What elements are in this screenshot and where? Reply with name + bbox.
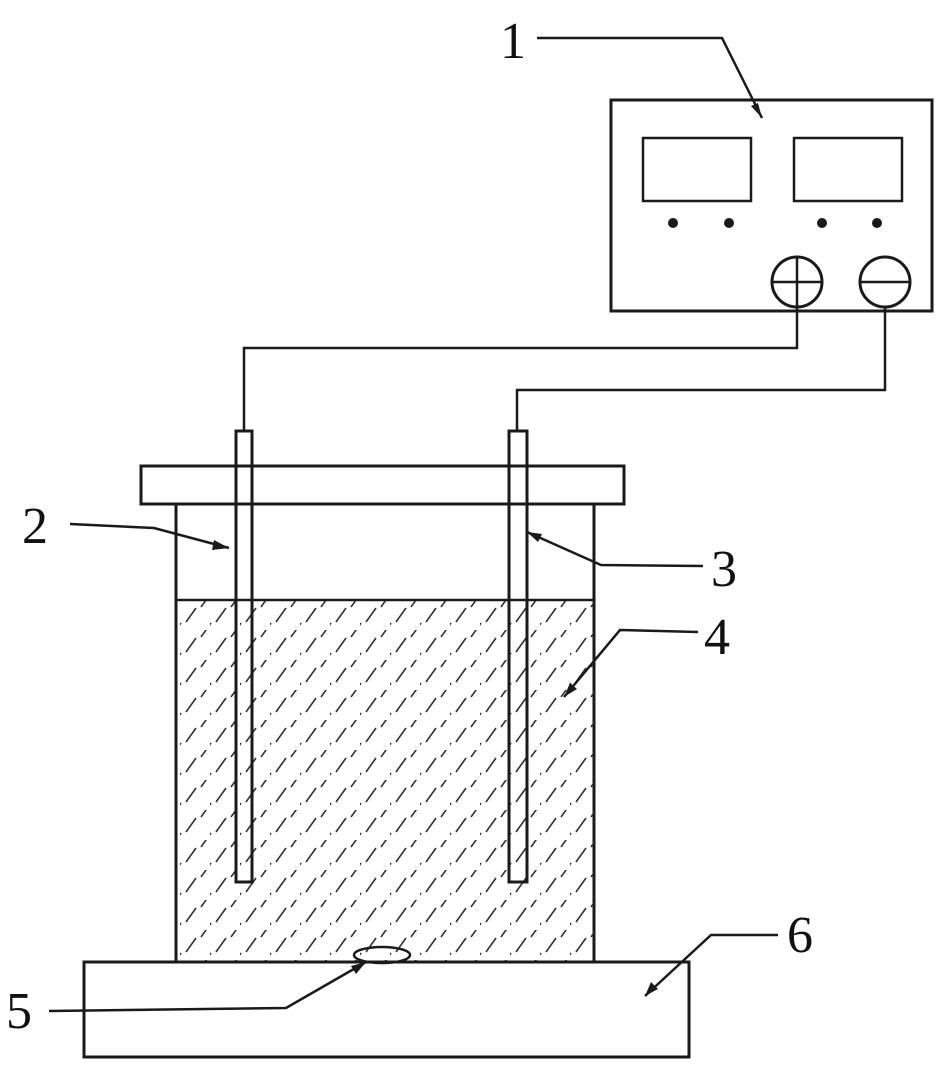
left-display bbox=[641, 136, 753, 203]
stir-bar bbox=[352, 945, 412, 965]
label-4: 4 bbox=[704, 609, 730, 666]
label-2: 2 bbox=[22, 498, 48, 555]
electrolyte-liquid bbox=[176, 598, 594, 962]
right-knob-1 bbox=[817, 218, 827, 228]
label-1: 1 bbox=[500, 13, 526, 70]
left-knob-2 bbox=[724, 218, 734, 228]
container-lid bbox=[139, 464, 626, 506]
left-knob-1 bbox=[668, 218, 678, 228]
leader-lines bbox=[48, 36, 778, 1013]
label-3: 3 bbox=[711, 541, 737, 598]
positive-wire bbox=[242, 307, 799, 431]
right-display bbox=[792, 136, 904, 203]
minus-terminal-icon bbox=[858, 255, 912, 309]
right-knob-2 bbox=[872, 218, 882, 228]
label-6: 6 bbox=[787, 907, 813, 964]
label-5: 5 bbox=[6, 983, 32, 1040]
plus-terminal-icon bbox=[770, 255, 824, 309]
cathode-electrode bbox=[507, 429, 529, 884]
anode-electrode bbox=[234, 429, 254, 884]
power-supply bbox=[609, 98, 934, 313]
negative-wire bbox=[515, 307, 887, 431]
